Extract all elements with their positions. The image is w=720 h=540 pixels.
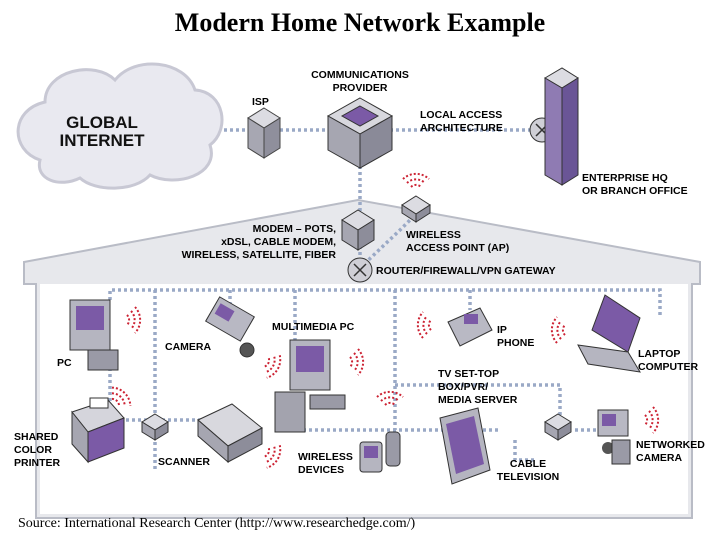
comm-provider-label-1: COMMUNICATIONS [311,69,409,81]
wireless-devices-label-1: WIRELESS [298,451,353,463]
router-label: ROUTER/FIREWALL/VPN GATEWAY [376,265,556,277]
ip-phone-icon [447,307,493,347]
networked-camera-icon [597,409,631,465]
pc-label: PC [57,357,72,369]
cable-tv-label-1: CABLE [510,458,546,470]
hub-left-icon [141,413,169,441]
tv-label-1: TV SET-TOP [438,368,499,380]
isp-label: ISP [252,96,269,108]
isp-node-icon [247,107,281,159]
comm-provider-label-2: PROVIDER [333,82,388,94]
wireless-devices-label-2: DEVICES [298,464,344,476]
camera-label: CAMERA [165,341,211,353]
camera-icon [204,296,256,358]
netcam-label-2: CAMERA [636,452,682,464]
source-caption: Source: International Research Center (h… [18,516,416,531]
netcam-label-1: NETWORKED [636,439,705,451]
cable-tv-label-2: TELEVISION [497,471,559,483]
communications-provider-icon [326,97,394,169]
modem-label-3: WIRELESS, SATELLITE, FIBER [182,249,337,261]
diagram-title: Modern Home Network Example [174,8,546,37]
multimedia-pc-icon [274,339,346,433]
cloud-label-line1: GLOBAL [66,113,138,132]
tv-label-3: MEDIA SERVER [438,394,518,406]
wap-label-1: WIRELESS [406,229,461,241]
local-access-label-2: ARCHITECTURE [420,122,503,134]
laptop-icon [577,294,641,373]
tv-label-2: BOX/PVR/ [438,381,488,393]
wireless-devices-icon [359,431,401,473]
modem-label-1: MODEM – POTS, [253,223,337,235]
laptop-label-1: LAPTOP [638,348,680,360]
ip-phone-label-2: PHONE [497,337,534,349]
local-access-label-1: LOCAL ACCESS [420,109,502,121]
printer-label-2: COLOR [14,444,52,456]
pc-icon [69,299,119,371]
modem-label-2: xDSL, CABLE MODEM, [221,236,336,248]
wireless-signal-icon [402,172,430,188]
enterprise-label-1: ENTERPRISE HQ [582,172,668,184]
scanner-label: SCANNER [158,456,210,468]
printer-label-1: SHARED [14,431,59,443]
enterprise-label-2: OR BRANCH OFFICE [582,185,688,197]
enterprise-tower-icon [544,67,579,186]
wap-label-2: ACCESS POINT (AP) [406,242,509,254]
wireless-ap-icon [401,195,431,223]
cloud-label-line2: INTERNET [60,131,146,150]
ip-phone-label-1: IP [497,324,507,336]
mmpc-label: MULTIMEDIA PC [272,321,355,333]
printer-label-3: PRINTER [14,457,61,469]
tv-icon [439,407,491,485]
house-interior [40,284,688,514]
router-icon [347,257,373,283]
laptop-label-2: COMPUTER [638,361,699,373]
scanner-icon [197,403,263,464]
modem-icon [341,209,375,251]
printer-icon [71,397,125,464]
cloud-shape [16,62,224,190]
hub-right-icon [544,413,572,441]
